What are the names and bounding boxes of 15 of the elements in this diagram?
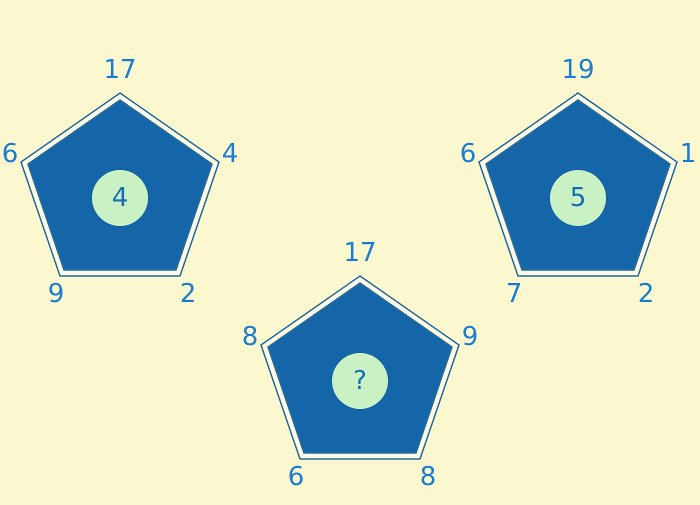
vertex-number: 19 bbox=[561, 57, 595, 83]
vertex-number: 8 bbox=[242, 324, 258, 350]
vertex-number: 6 bbox=[460, 141, 476, 167]
vertex-number: 9 bbox=[48, 281, 64, 307]
vertex-number: 2 bbox=[638, 281, 654, 307]
vertex-number: 7 bbox=[506, 281, 522, 307]
vertex-number: 2 bbox=[180, 281, 196, 307]
vertex-number: 17 bbox=[103, 57, 137, 83]
vertex-number: 9 bbox=[462, 324, 478, 350]
vertex-number: 8 bbox=[420, 464, 436, 490]
vertex-number: 6 bbox=[2, 141, 18, 167]
vertex-number: 17 bbox=[343, 240, 377, 266]
vertex-number: 1 bbox=[680, 141, 696, 167]
vertex-number: 4 bbox=[222, 141, 238, 167]
vertex-number: 6 bbox=[288, 464, 304, 490]
